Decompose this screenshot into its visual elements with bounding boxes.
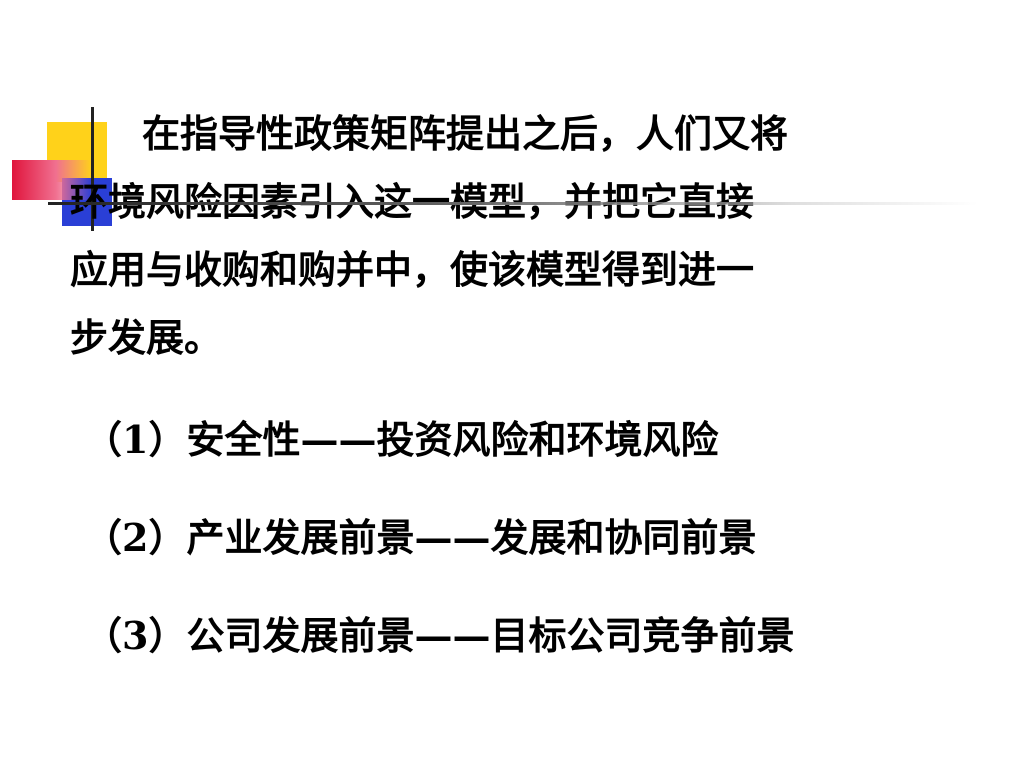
intro-paragraph: 在指导性政策矩阵提出之后，人们又将 环境风险因素引入这一模型，并把它直接 应用与… <box>70 100 970 372</box>
paragraph-line-2: 环境风险因素引入这一模型，并把它直接 <box>70 179 755 224</box>
decorative-horizontal-rule <box>48 202 978 205</box>
list-item-1: （1）安全性——投资风险和环境风险 <box>84 417 719 462</box>
paragraph-line-1: 在指导性政策矩阵提出之后，人们又将 <box>142 111 789 156</box>
list-item-3: （3）公司发展前景——目标公司竞争前景 <box>84 613 795 658</box>
paragraph-line-4: 步发展。 <box>70 315 223 360</box>
decorative-vertical-rule <box>91 107 94 231</box>
list-item-2: （2）产业发展前景——发展和协同前景 <box>84 515 757 560</box>
decorative-red-bar <box>12 160 92 200</box>
paragraph-line-3: 应用与收购和购并中，使该模型得到进一 <box>70 247 755 292</box>
